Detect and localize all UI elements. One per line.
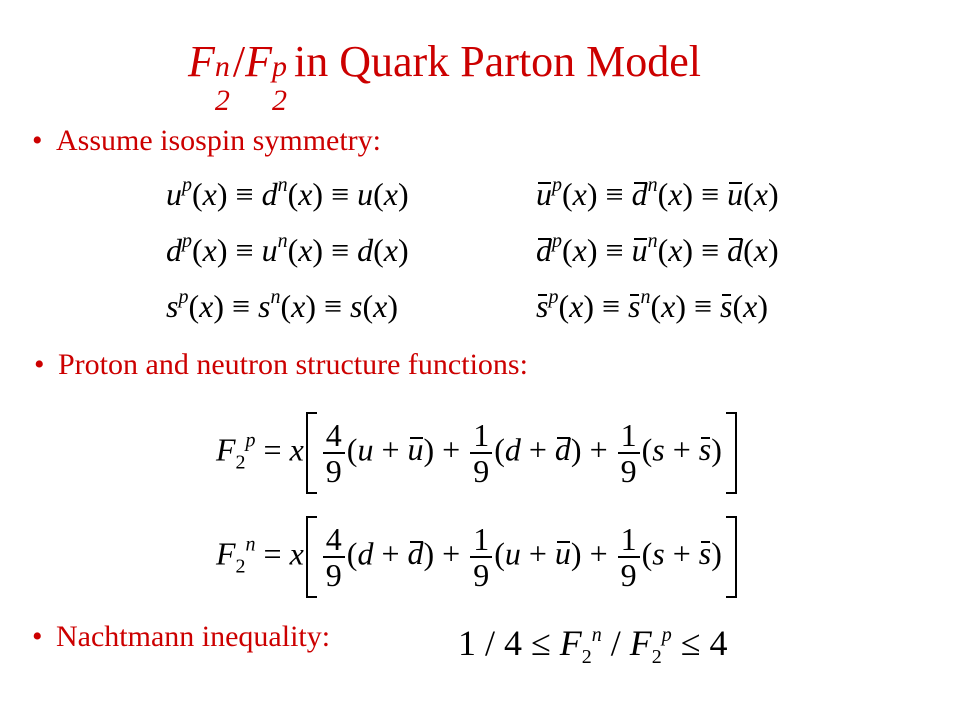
isospin-eq-right-3: sp(x) ≡ sn(x) ≡ s(x) (536, 286, 768, 324)
nachtmann-inequality: 1 / 4 ≤ F2n / F2p ≤ 4 (458, 623, 728, 668)
isospin-eq-right-1: up(x) ≡ dn(x) ≡ u(x) (536, 174, 779, 212)
isospin-eq-left-1: up(x) ≡ dn(x) ≡ u(x) (166, 174, 409, 212)
isospin-eq-left-3: sp(x) ≡ sn(x) ≡ s(x) (166, 286, 398, 324)
isospin-eq-left-2: dp(x) ≡ un(x) ≡ d(x) (166, 230, 409, 268)
bullet-nachtmann: •Nachtmann inequality: (32, 620, 331, 653)
bullet-structure-functions: •Proton and neutron structure functions: (34, 348, 528, 381)
bullet-isospin: •Assume isospin symmetry: (32, 124, 382, 157)
isospin-eq-right-2: dp(x) ≡ un(x) ≡ d(x) (536, 230, 779, 268)
